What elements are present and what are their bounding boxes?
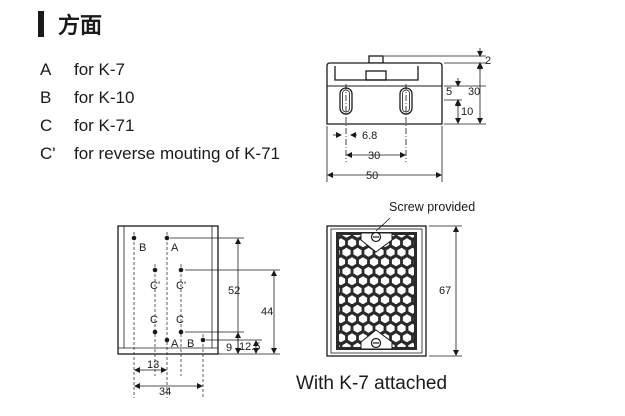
front-inner-frame	[330, 228, 423, 354]
top-view-dimensions	[326, 48, 486, 182]
hole-label: B	[187, 338, 194, 350]
hole-label: A	[171, 338, 179, 350]
hole-c-prime-right	[178, 267, 184, 273]
legend-text: for K-7	[74, 60, 126, 79]
dim-label-67: 67	[439, 285, 451, 297]
hole-label: B	[139, 242, 146, 254]
hole-c-left	[152, 329, 158, 335]
legend-key: C'	[40, 144, 56, 163]
heading-title: 方面	[58, 14, 103, 39]
hole-layout-view	[117, 225, 219, 398]
dim-label-50: 50	[366, 170, 378, 182]
dim-label-12-5: 12.5	[239, 341, 260, 353]
legend-key: B	[40, 88, 52, 107]
dim-label-44: 44	[261, 306, 273, 318]
top-view-dim-labels: 2 5 30 10 6.8 30 50	[362, 55, 491, 182]
dim-label-6-8: 6.8	[362, 130, 377, 142]
hole-label: C'	[176, 280, 186, 292]
reflector-hex-pattern	[339, 235, 414, 347]
dim-label-52: 52	[228, 285, 240, 297]
dim-label-13: 13	[147, 359, 159, 371]
dim-label-10: 10	[461, 106, 473, 118]
legend-item-c-prime: C' for reverse mouting of K-71	[40, 144, 280, 164]
hole-c-prime-left	[152, 267, 158, 273]
top-nub	[368, 55, 384, 64]
screw-provided-callout: Screw provided	[389, 200, 475, 214]
hole-label: C'	[150, 280, 160, 292]
hole-b-bottom	[200, 337, 206, 343]
hole-layout-dimensions	[134, 237, 280, 389]
top-screw-head	[365, 70, 387, 81]
hole-labels: B A C' C' C C A B	[139, 242, 194, 350]
dim-label-30: 30	[468, 86, 480, 98]
hole-b-top	[131, 235, 137, 241]
legend-text: for K-71	[74, 116, 135, 135]
hole-label: A	[171, 242, 179, 254]
section-heading: 方面	[38, 8, 102, 40]
top-view	[326, 55, 443, 162]
front-view	[326, 217, 427, 357]
callout-leader	[375, 217, 391, 232]
top-mount-tab	[360, 232, 393, 253]
hole-label: C	[176, 314, 184, 326]
hole-c-right	[178, 329, 184, 335]
top-body	[326, 62, 443, 125]
front-view-caption: With K-7 attached	[296, 373, 448, 394]
hole-layout-outline	[117, 225, 219, 355]
dim-label-9: 9	[226, 342, 232, 354]
hole-markers	[131, 235, 206, 343]
legend-text: for reverse mouting of K-71	[74, 144, 280, 163]
dim-label-30-width: 30	[368, 150, 380, 162]
legend-key: C	[40, 116, 53, 135]
front-view-dimensions	[429, 225, 462, 357]
dim-label-5: 5	[446, 86, 452, 98]
legend-text: for K-10	[74, 88, 135, 107]
hole-a-top	[164, 235, 170, 241]
hole-label: C	[150, 314, 158, 326]
hole-layout-dim-labels: 52 44 9 12.5 13 34	[147, 285, 273, 398]
dim-label-2: 2	[485, 55, 491, 67]
legend-key: A	[40, 60, 52, 79]
heading-bar	[38, 11, 44, 37]
dim-label-34: 34	[159, 386, 171, 398]
hole-a-bottom	[164, 337, 170, 343]
